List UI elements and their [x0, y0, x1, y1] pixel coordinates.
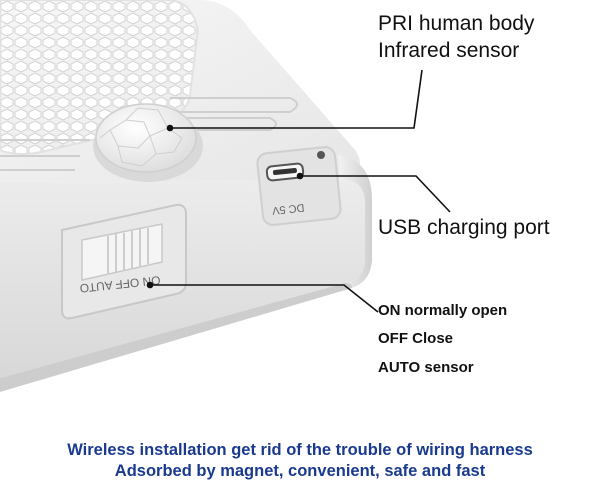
device-bottom-edge: [0, 282, 352, 392]
leader-lines: [146, 69, 451, 313]
slide-switch: [61, 203, 187, 320]
grooves: [0, 97, 298, 171]
footer-line-2: Adsorbed by magnet, convenient, safe and…: [114, 462, 486, 480]
usb-port-callout: USB charging port: [378, 216, 550, 239]
footer-line-1: Wireless installation get rid of the tro…: [67, 441, 533, 459]
pir-sensor-label-line2: Infrared sensor: [378, 39, 520, 62]
usb-port: [256, 146, 342, 226]
mode-auto-label: AUTO sensor: [378, 359, 474, 376]
device-side: [338, 155, 372, 290]
port-voltage-text: DC 5V: [271, 201, 305, 216]
pir-sensor-label-line1: PRI human body: [378, 12, 535, 35]
mode-on-label: ON normally open: [378, 302, 508, 319]
pir-sensor-callout: PRI human body Infrared sensor: [378, 10, 534, 64]
mode-off-label: OFF Close: [378, 330, 454, 347]
